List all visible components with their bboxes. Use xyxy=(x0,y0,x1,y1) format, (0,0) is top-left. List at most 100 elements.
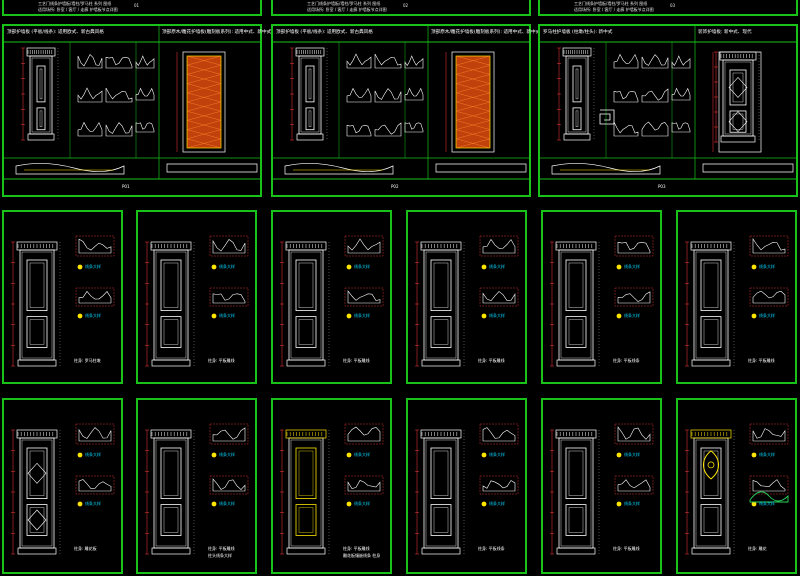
lower-panel xyxy=(430,316,452,348)
moulding-profile xyxy=(105,122,133,137)
lower-panel-inner xyxy=(163,319,179,345)
panel-sheet-6[interactable]: 线条大样线条大样柱身: 平板雕线 xyxy=(676,210,797,384)
moulding-profile xyxy=(671,87,691,101)
upper-panel xyxy=(700,447,722,499)
lower-panel-inner xyxy=(29,319,45,345)
panel-drawing xyxy=(11,235,115,367)
upper-panel-inner xyxy=(308,68,312,100)
panel-caption: 柱身: 平板雕线 xyxy=(343,546,370,551)
door-frame xyxy=(298,55,322,135)
wide-title-a: 顶部护墙板 (平板/线条): 适用欧式、新古典风格 xyxy=(7,30,104,35)
detail-box xyxy=(209,235,249,257)
door-frame-inner xyxy=(695,251,727,359)
section-marker xyxy=(616,452,622,458)
moulding-profile xyxy=(752,479,786,492)
section-marker xyxy=(211,313,217,319)
carved-ornament-center xyxy=(707,461,715,469)
detail-tag: 线条大样 xyxy=(624,452,640,457)
panel-sheet-2[interactable]: 线条大样线条大样柱身: 平板雕线 xyxy=(136,210,257,384)
moulding-profile xyxy=(105,87,133,103)
meander-key xyxy=(599,109,615,125)
upper-panel xyxy=(572,65,582,103)
carved-ornament xyxy=(703,450,719,480)
door-frame-inner xyxy=(560,439,592,547)
panel-caption: 柱身: 平板雕线 xyxy=(748,358,775,363)
moulding-profile xyxy=(77,87,103,103)
detail-tag: 线条大样 xyxy=(219,452,235,457)
detail-tag: 线条大样 xyxy=(489,313,505,318)
lower-panel-inner xyxy=(163,507,179,533)
lower-panel-inner xyxy=(568,319,584,345)
detail-box xyxy=(344,287,384,307)
lower-panel xyxy=(160,316,182,348)
cornice xyxy=(150,429,192,439)
detail-box xyxy=(749,475,789,495)
top-strip-1: 工艺门线条护墙板/墙柱/罗马柱 系列 图纸 适用场所: 卧室 / 客厅 / 走廊… xyxy=(2,0,262,16)
section-marker xyxy=(346,264,352,270)
detail-tag: 线条大样 xyxy=(489,501,505,506)
top-strip-1-code: 01 xyxy=(134,3,140,8)
panel-sheet-4[interactable]: 线条大样线条大样柱身: 平板雕线 xyxy=(406,210,527,384)
detail-tag: 线条大样 xyxy=(759,313,775,318)
panel-caption: 柱身: 平板雕线 xyxy=(343,358,370,363)
detail-tag: 线条大样 xyxy=(624,264,640,269)
lower-panel-inner xyxy=(39,110,43,127)
carving-hatch xyxy=(455,120,491,130)
panel-sheet-12[interactable]: 线条大样线条大样柱身: 雕花 xyxy=(676,398,797,574)
panel-sheet-7[interactable]: 线条大样线条大样柱身: 雕花板 xyxy=(2,398,123,574)
panel-sheet-8[interactable]: 线条大样线条大样柱身: 平板雕线柱头线条大样 xyxy=(136,398,257,574)
medallion xyxy=(728,111,748,133)
wide-sheet-1[interactable]: 顶部护墙板 (平板/线条): 适用欧式、新古典风格 顶部原木/雕花护墙板(雕刻板系… xyxy=(2,24,294,197)
detail-tag: 线条大样 xyxy=(85,264,101,269)
panel-sheet-5[interactable]: 线条大样线条大样柱身: 平板线条 xyxy=(541,210,662,384)
panel-caption: 柱身: 罗马柱墩 xyxy=(74,358,101,363)
wide-sheet-2[interactable]: 顶部护墙板 (平板/线条): 适用欧式、新古典风格顶部原木/雕花护墙板(雕刻板系… xyxy=(271,24,563,197)
panel-caption: 柱身: 平板线条 xyxy=(478,546,505,551)
base-profile xyxy=(702,163,794,173)
panel-caption: 柱身: 平板线条 xyxy=(613,358,640,363)
panel-sheet-1[interactable]: 线条大样线条大样柱身: 罗马柱墩 xyxy=(2,210,123,384)
panel-drawing xyxy=(550,423,654,555)
plinth xyxy=(421,359,461,367)
detail-tag: 线条大样 xyxy=(219,264,235,269)
detail-tag: 线条大样 xyxy=(354,264,370,269)
section-marker xyxy=(346,313,352,319)
door-frame xyxy=(558,437,594,549)
top-strip-3: 工艺门线条护墙板/墙柱/罗马柱 系列 图纸 适用场所: 卧室 / 客厅 / 走廊… xyxy=(538,0,798,16)
base-profile xyxy=(166,163,258,173)
panel-caption: 柱身: 平板雕线 xyxy=(208,358,235,363)
door-frame xyxy=(153,249,189,361)
moulding-profile xyxy=(347,426,381,442)
base-profile xyxy=(284,163,394,175)
upper-panel xyxy=(160,447,182,499)
moulding-profile xyxy=(135,55,155,69)
section-marker xyxy=(751,264,757,270)
carving-hatch xyxy=(186,129,222,139)
panel-caption: 柱身: 雕花板 xyxy=(74,546,97,551)
plinth xyxy=(556,359,596,367)
detail-box xyxy=(614,475,654,495)
moulding-profile xyxy=(671,122,691,133)
plinth xyxy=(556,547,596,555)
cornice xyxy=(690,429,732,439)
detail-tag: 线条大样 xyxy=(354,452,370,457)
panel-sheet-11[interactable]: 线条大样线条大样柱身: 平板雕线 xyxy=(541,398,662,574)
lower-panel-inner xyxy=(568,507,584,533)
wide-title-b: 顶部原木/雕花护墙板(雕刻板系列): 适用中式、新中式、古典风格 xyxy=(162,30,295,35)
detail-box xyxy=(209,423,249,445)
moulding-profile xyxy=(346,124,372,137)
plinth xyxy=(286,359,326,367)
detail-tag: 线条大样 xyxy=(85,452,101,457)
panel-sheet-3[interactable]: 线条大样线条大样柱身: 平板雕线 xyxy=(271,210,392,384)
panel-sheet-9[interactable]: 线条大样线条大样柱身: 平板雕线雕花板镶嵌线条 柱身 xyxy=(271,398,392,574)
cornice xyxy=(420,241,462,251)
plinth xyxy=(691,547,731,555)
panel-sheet-10[interactable]: 线条大样线条大样柱身: 平板线条 xyxy=(406,398,527,574)
section-marker xyxy=(616,313,622,319)
section-marker xyxy=(77,452,83,458)
door-frame xyxy=(19,437,55,549)
section-marker xyxy=(751,452,757,458)
door-frame-inner xyxy=(21,251,53,359)
lower-panel-inner xyxy=(29,507,45,533)
